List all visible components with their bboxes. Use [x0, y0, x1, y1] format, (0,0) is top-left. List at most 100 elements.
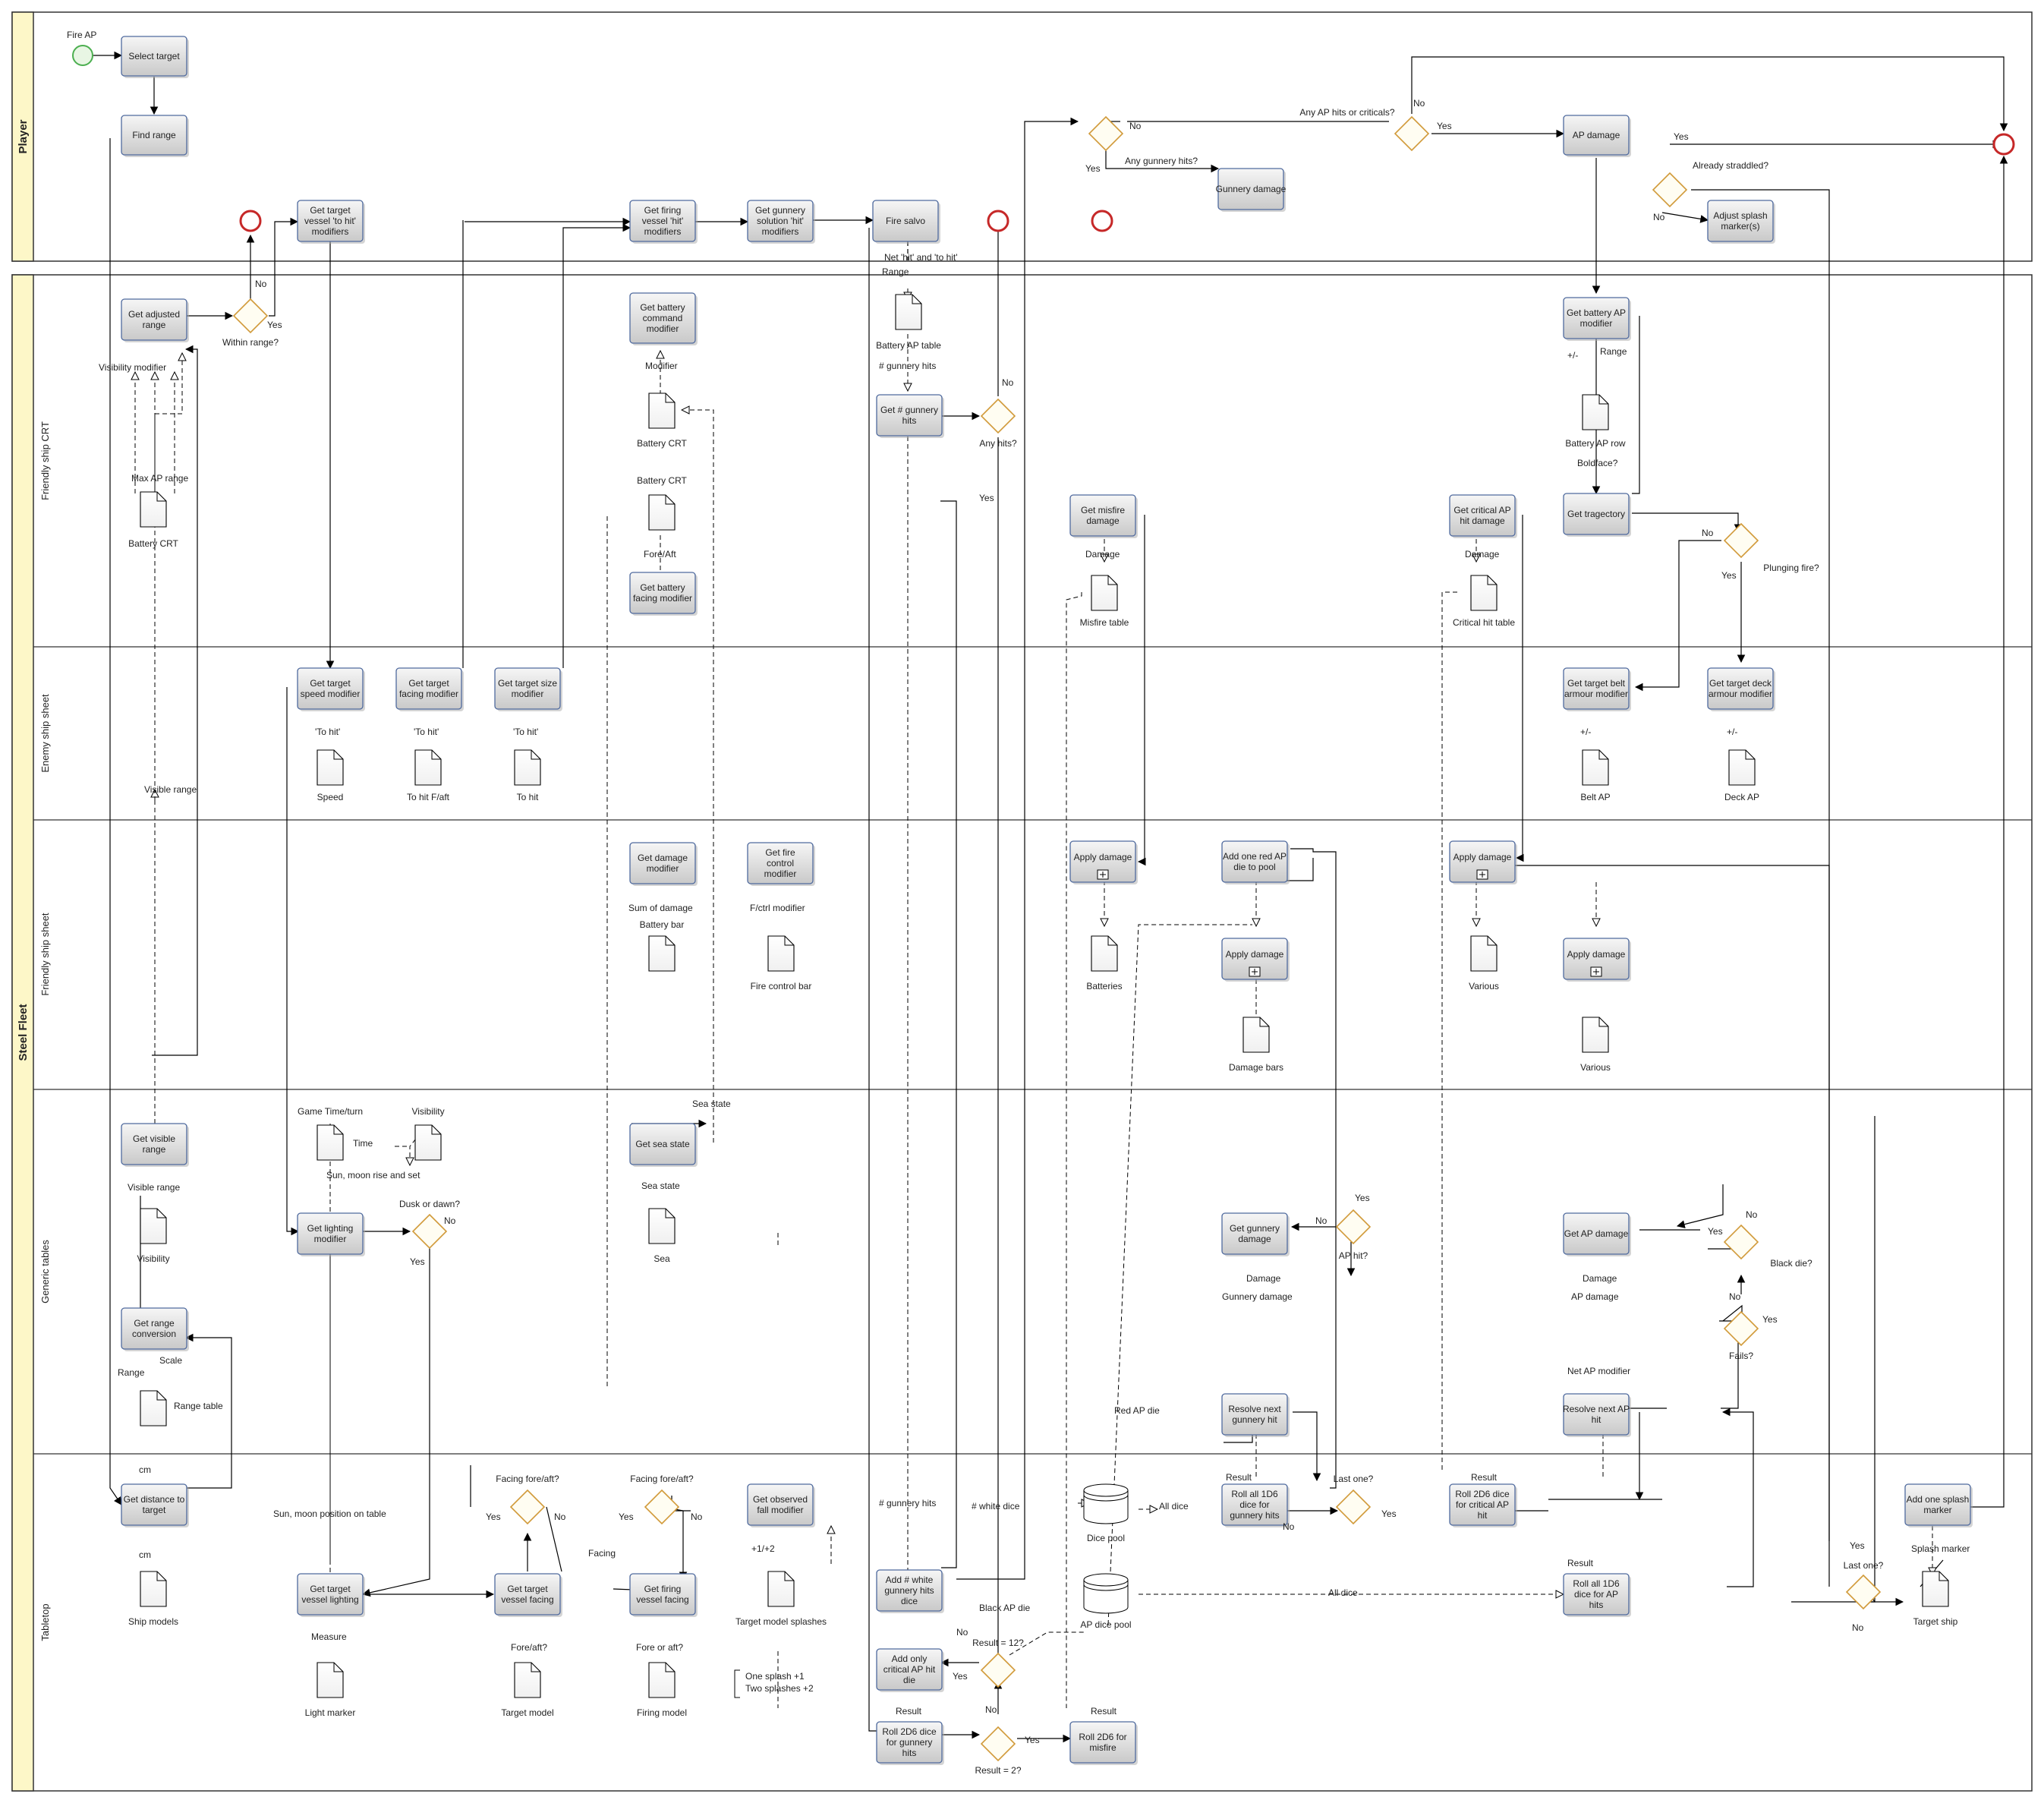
task-label: fall modifier — [757, 1505, 803, 1515]
gateway-any-hits[interactable]: Any hits? — [979, 398, 1017, 449]
task-label: damage — [1238, 1234, 1271, 1244]
gateway-any-gunnery[interactable]: Any gunnery hits? — [1088, 115, 1198, 166]
task-label: for gunnery — [887, 1737, 933, 1748]
gateway-facing-fore-aft-1[interactable]: Facing fore/aft? — [496, 1474, 559, 1525]
task-label: modifier — [1580, 318, 1613, 329]
gateway-ap-hit[interactable]: AP hit? — [1335, 1209, 1372, 1261]
gateway-already-straddled[interactable]: Already straddled? — [1652, 160, 1768, 208]
flow-label-sun-moon: Sun, moon rise and set — [326, 1170, 420, 1181]
flow-label-facing: Facing — [588, 1548, 616, 1559]
gateway-facing-fore-aft-2[interactable]: Facing fore/aft? — [630, 1474, 694, 1525]
task-apply-damage-4[interactable]: Apply damage — [1563, 938, 1631, 982]
task-select-target[interactable]: Select target — [121, 36, 189, 78]
flow-label-visible-range: Visible range — [128, 1182, 180, 1193]
document-damage-bars: Damage bars — [1229, 1017, 1283, 1073]
task-label: armour modifier — [1564, 689, 1628, 699]
task-label: dice for AP — [1574, 1589, 1618, 1600]
task-fire-salvo[interactable]: Fire salvo — [872, 200, 940, 244]
start-event-fire-ap[interactable]: Fire AP — [67, 30, 96, 66]
task-get-trajectory[interactable]: Get tragectory — [1563, 493, 1631, 537]
gateway-result-2[interactable]: Result = 2? — [975, 1726, 1022, 1776]
task-get-ap-damage[interactable]: Get AP damage — [1563, 1212, 1631, 1256]
flow-label-time: Time — [353, 1138, 373, 1149]
task-apply-damage-3[interactable]: Apply damage — [1449, 840, 1517, 884]
document-label: Ship models — [128, 1616, 178, 1627]
task-label: target — [143, 1505, 166, 1515]
gateway-any-ap-or-critical[interactable]: Any AP hits or criticals? — [1299, 107, 1430, 152]
task-get-sea-state[interactable]: Get sea state — [629, 1123, 698, 1167]
task-find-range[interactable]: Find range — [121, 115, 189, 157]
document-target-ship: Target ship — [1913, 1571, 1958, 1627]
flow-label-damage: Damage — [1085, 549, 1120, 560]
flow-label-plus-minus: +/- — [1567, 350, 1578, 361]
task-apply-damage-2[interactable]: Apply damage — [1221, 938, 1290, 982]
flow-label-sea-state: Sea state — [692, 1099, 731, 1109]
gateway-within-range[interactable]: Within range? — [222, 298, 279, 348]
task-label: Add one splash — [1907, 1494, 1970, 1505]
gateway-black-die[interactable]: Black die? — [1723, 1224, 1813, 1269]
gateway-result-12[interactable]: Result = 12? — [972, 1638, 1024, 1688]
end-event-no-hits[interactable] — [987, 210, 1009, 232]
task-label: dice for — [1239, 1499, 1269, 1510]
flow-label-no: No — [985, 1704, 997, 1715]
flow-label-no: No — [1315, 1215, 1327, 1226]
task-ap-damage[interactable]: AP damage — [1563, 115, 1631, 157]
gateway-dusk-or-dawn[interactable]: Dusk or dawn? — [399, 1199, 460, 1250]
gateway-plunging-fire[interactable]: Plunging fire? — [1723, 522, 1819, 573]
gateway-fails[interactable]: Fails? — [1723, 1310, 1759, 1361]
gateway-last-one-1[interactable]: Last one? — [1334, 1474, 1374, 1525]
task-gunnery-damage[interactable]: Gunnery damage — [1216, 168, 1287, 212]
task-apply-damage-1[interactable]: Apply damage — [1069, 840, 1138, 884]
end-event-misfire[interactable] — [1091, 210, 1113, 232]
task-label: Resolve next AP — [1563, 1404, 1630, 1414]
flow-label-result-1: Result — [896, 1706, 922, 1716]
flow-label-plus-one-two: +1/+2 — [751, 1543, 775, 1554]
task-label: Add only — [892, 1653, 928, 1664]
flow-label-no: No — [1413, 98, 1425, 109]
task-label: Apply damage — [1453, 852, 1512, 862]
gateway-last-one-2[interactable]: Last one? — [1844, 1560, 1884, 1610]
document-label: Visibility — [137, 1253, 169, 1264]
end-event-final[interactable] — [1992, 133, 2015, 156]
end-event-range[interactable] — [239, 210, 262, 232]
